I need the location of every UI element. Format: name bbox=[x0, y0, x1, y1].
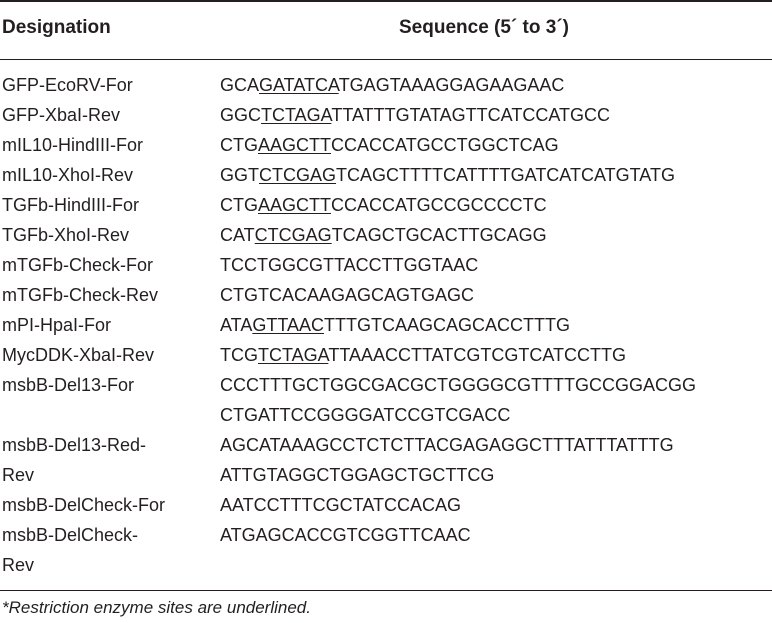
primer-sequence: ATAGTTAACTTTGTCAAGCAGCACCTTTG bbox=[220, 310, 772, 340]
restriction-site: AAGCTT bbox=[258, 195, 332, 215]
primer-designation: mIL10-HindIII-For bbox=[2, 135, 144, 155]
primer-sequence: ATGAGCACCGTCGGTTCAAC bbox=[220, 520, 772, 550]
sequence-segment: CTGATTCCGGGGATCCGTCGACC bbox=[220, 405, 511, 425]
table-row: mTGFb-Check-For TCCTGGCGTTACCTTGGTAAC bbox=[0, 250, 772, 280]
sequence-segment: AATCCTTTCGCTATCCACAG bbox=[220, 495, 461, 515]
table-row: msbB-Del13-For CCCTTTGCTGGCGACGCTGGGGCGTT… bbox=[0, 370, 772, 400]
table-row: MycDDK-XbaI-Rev TCGTCTAGATTAAACCTTATCGTCG… bbox=[0, 340, 772, 370]
table-row: TGFb-HindIII-For CTGAAGCTTCCACCATGCCGCCCC… bbox=[0, 190, 772, 220]
table-row: GFP-XbaI-Rev GGCTCTAGATTATTTGTATAGTTCATCC… bbox=[0, 100, 772, 130]
table-row: msbB-DelCheck- ATGAGCACCGTCGGTTCAAC bbox=[0, 520, 772, 550]
sequence-segment: TTATTTGTATAGTTCATCCATGCC bbox=[331, 105, 610, 125]
table-row: msbB-Del13-Red- AGCATAAAGCCTCTCTTACGAGAGG… bbox=[0, 430, 772, 460]
sequence-segment: CTG bbox=[220, 195, 258, 215]
table-body: GFP-EcoRV-For GCAGATATCATGAGTAAAGGAGAAGAA… bbox=[0, 70, 772, 580]
restriction-site: GATATCA bbox=[259, 75, 339, 95]
primer-sequence: CTGATTCCGGGGATCCGTCGACC bbox=[220, 400, 772, 430]
sequence-segment: AGCATAAAGCCTCTCTTACGAGAGGCTTTATTTATTTG bbox=[220, 435, 674, 455]
table-row: TGFb-XhoI-Rev CATCTCGAGTCAGCTGCACTTGCAGG bbox=[0, 220, 772, 250]
primer-sequence: GGCTCTAGATTATTTGTATAGTTCATCCATGCC bbox=[220, 100, 772, 130]
primer-designation: msbB-DelCheck-For bbox=[2, 495, 166, 515]
table-row: msbB-DelCheck-For AATCCTTTCGCTATCCACAG bbox=[0, 490, 772, 520]
primer-designation: mTGFb-Check-For bbox=[2, 255, 154, 275]
primer-designation: msbB-Del13-Red- bbox=[2, 435, 147, 455]
sequence-segment: ATTGTAGGCTGGAGCTGCTTCG bbox=[220, 465, 495, 485]
sequence-segment: ATGAGCACCGTCGGTTCAAC bbox=[220, 525, 471, 545]
restriction-site: GTTAAC bbox=[252, 315, 325, 335]
table-row: mIL10-HindIII-For CTGAAGCTTCCACCATGCCTGGC… bbox=[0, 130, 772, 160]
sequence-segment: TGAGTAAAGGAGAAGAAC bbox=[338, 75, 565, 95]
primer-designation: Rev bbox=[2, 555, 35, 575]
primer-sequence: GGTCTCGAGTCAGCTTTTCATTTTGATCATCATGTATG bbox=[220, 160, 772, 190]
table-top-rule bbox=[0, 0, 772, 2]
primer-sequence: CTGAAGCTTCCACCATGCCGCCCCTC bbox=[220, 190, 772, 220]
sequence-segment: TTTGTCAAGCAGCACCTTTG bbox=[324, 315, 571, 335]
restriction-site: AAGCTT bbox=[258, 135, 332, 155]
sequence-segment: GGC bbox=[220, 105, 262, 125]
primer-sequence bbox=[220, 550, 772, 580]
primer-designation: MycDDK-XbaI-Rev bbox=[2, 345, 155, 365]
primer-designation: mIL10-XhoI-Rev bbox=[2, 165, 134, 185]
sequence-segment: TCAGCTTTTCATTTTGATCATCATGTATG bbox=[336, 165, 675, 185]
restriction-site: TCTAGA bbox=[261, 105, 332, 125]
header-designation: Designation bbox=[2, 17, 111, 38]
primer-sequence: AATCCTTTCGCTATCCACAG bbox=[220, 490, 772, 520]
table-row: mTGFb-Check-Rev CTGTCACAAGAGCAGTGAGC bbox=[0, 280, 772, 310]
primer-sequence: ATTGTAGGCTGGAGCTGCTTCG bbox=[220, 460, 772, 490]
sequence-segment: TCAGCTGCACTTGCAGG bbox=[331, 225, 547, 245]
table-row: Rev bbox=[0, 550, 772, 580]
table-row: CTGATTCCGGGGATCCGTCGACC bbox=[0, 400, 772, 430]
restriction-site: CTCGAG bbox=[259, 165, 337, 185]
sequence-segment: CTGTCACAAGAGCAGTGAGC bbox=[220, 285, 475, 305]
primer-designation: TGFb-XhoI-Rev bbox=[2, 225, 130, 245]
sequence-segment: GCA bbox=[220, 75, 260, 95]
primer-sequence: CCCTTTGCTGGCGACGCTGGGGCGTTTTGCCGGACGG bbox=[220, 370, 772, 400]
sequence-segment: CAT bbox=[220, 225, 255, 245]
primer-designation: mPI-HpaI-For bbox=[2, 315, 112, 335]
primer-sequence: TCGTCTAGATTAAACCTTATCGTCGTCATCCTTG bbox=[220, 340, 772, 370]
primer-designation: msbB-DelCheck- bbox=[2, 525, 139, 545]
primer-sequence: GCAGATATCATGAGTAAAGGAGAAGAAC bbox=[220, 70, 772, 100]
primer-designation: mTGFb-Check-Rev bbox=[2, 285, 159, 305]
sequence-segment: CCACCATGCCTGGCTCAG bbox=[331, 135, 559, 155]
sequence-segment: TTAAACCTTATCGTCGTCATCCTTG bbox=[328, 345, 626, 365]
sequence-segment: CTG bbox=[220, 135, 258, 155]
primer-sequence: AGCATAAAGCCTCTCTTACGAGAGGCTTTATTTATTTG bbox=[220, 430, 772, 460]
table-row: mIL10-XhoI-Rev GGTCTCGAGTCAGCTTTTCATTTTGA… bbox=[0, 160, 772, 190]
primer-sequence: CTGAAGCTTCCACCATGCCTGGCTCAG bbox=[220, 130, 772, 160]
restriction-site: TCTAGA bbox=[258, 345, 329, 365]
primer-designation bbox=[0, 400, 220, 430]
primer-designation: GFP-XbaI-Rev bbox=[2, 105, 121, 125]
sequence-segment: TCG bbox=[220, 345, 258, 365]
restriction-site: CTCGAG bbox=[254, 225, 332, 245]
sequence-segment: CCACCATGCCGCCCCTC bbox=[331, 195, 547, 215]
sequence-segment: GGT bbox=[220, 165, 259, 185]
table-footnote: *Restriction enzyme sites are underlined… bbox=[2, 598, 311, 617]
table-row: mPI-HpaI-For ATAGTTAACTTTGTCAAGCAGCACCTTT… bbox=[0, 310, 772, 340]
header-sequence: Sequence (5´ to 3´) bbox=[399, 17, 569, 38]
primer-sequence: CTGTCACAAGAGCAGTGAGC bbox=[220, 280, 772, 310]
sequence-segment: TCCTGGCGTTACCTTGGTAAC bbox=[220, 255, 479, 275]
table-row: Rev ATTGTAGGCTGGAGCTGCTTCG bbox=[0, 460, 772, 490]
table-bottom-rule bbox=[0, 590, 772, 591]
sequence-segment: ATA bbox=[220, 315, 253, 335]
primer-sequence: CATCTCGAGTCAGCTGCACTTGCAGG bbox=[220, 220, 772, 250]
primer-designation: Rev bbox=[2, 465, 35, 485]
sequence-segment: CCCTTTGCTGGCGACGCTGGGGCGTTTTGCCGGACGG bbox=[220, 375, 696, 395]
header-rule bbox=[0, 59, 772, 60]
primer-sequence: TCCTGGCGTTACCTTGGTAAC bbox=[220, 250, 772, 280]
primer-designation: TGFb-HindIII-For bbox=[2, 195, 140, 215]
primer-designation: msbB-Del13-For bbox=[2, 375, 135, 395]
primer-designation: GFP-EcoRV-For bbox=[2, 75, 133, 95]
table-row: GFP-EcoRV-For GCAGATATCATGAGTAAAGGAGAAGAA… bbox=[0, 70, 772, 100]
